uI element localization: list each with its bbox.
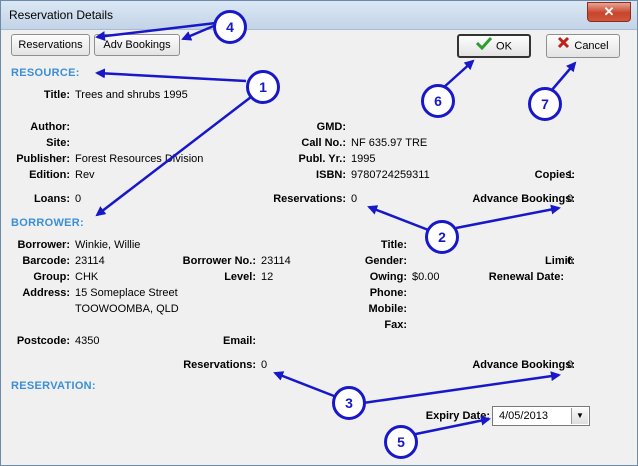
resource-section-heading: RESOURCE:: [11, 67, 80, 79]
address-line1: 15 Someplace Street: [75, 287, 178, 299]
barcode-label: Barcode:: [22, 255, 70, 267]
owing-label: Owing:: [369, 271, 407, 283]
reservation-section-heading: RESERVATION:: [11, 380, 96, 392]
loans-value: 0: [75, 193, 82, 205]
close-button[interactable]: ✕: [587, 2, 631, 22]
call-no-value: NF 635.97 TRE: [351, 137, 428, 149]
callout-4: 4: [213, 10, 247, 44]
publisher-value: Forest Resources Division: [75, 153, 204, 165]
callout-1: 1: [246, 70, 280, 104]
callout-2: 2: [425, 220, 459, 254]
level-label: Level:: [224, 271, 256, 283]
x-icon: [557, 35, 570, 57]
borrower-adv-bookings-value: 0: [567, 359, 574, 371]
address-label: Address:: [22, 287, 70, 299]
resource-title-label: Title:: [43, 89, 70, 101]
expiry-date-label: Expiry Date:: [425, 410, 490, 422]
edition-value: Rev: [75, 169, 95, 181]
publ-yr-value: 1995: [351, 153, 376, 165]
owing-value: $0.00: [412, 271, 440, 283]
address-line2: TOOWOOMBA, QLD: [75, 303, 179, 315]
borrower-no-value: 23114: [261, 255, 291, 267]
ok-label: OK: [496, 40, 512, 53]
callout-2-arrow-a: [367, 205, 432, 233]
borrower-name-label: Borrower:: [17, 239, 70, 251]
borrower-adv-bookings-label: Advance Bookings:: [472, 359, 575, 371]
call-no-label: Call No.:: [301, 137, 346, 149]
callout-5-arrow: [410, 415, 491, 437]
callout-4-arrow-b: [181, 23, 217, 41]
publisher-label: Publisher:: [16, 153, 70, 165]
phone-label: Phone:: [369, 287, 407, 299]
loans-label: Loans:: [33, 193, 70, 205]
gmd-label: GMD:: [316, 121, 346, 133]
adv-bookings-tab-label: Adv Bookings: [103, 39, 171, 51]
borrower-reservations-label: Reservations:: [183, 359, 256, 371]
ok-button[interactable]: OK: [457, 34, 531, 58]
group-label: Group:: [33, 271, 70, 283]
mobile-label: Mobile:: [368, 303, 408, 315]
author-label: Author:: [30, 121, 70, 133]
borrower-title-label: Title:: [380, 239, 407, 251]
reservations-tab-button[interactable]: Reservations: [11, 34, 90, 56]
callout-6-arrow: [442, 59, 475, 89]
limit-value: 6: [567, 255, 574, 267]
borrower-reservations-value: 0: [261, 359, 268, 371]
edition-label: Edition:: [29, 169, 70, 181]
resource-adv-bookings-value: 0: [567, 193, 574, 205]
resource-adv-bookings-label: Advance Bookings:: [472, 193, 575, 205]
postcode-label: Postcode:: [16, 335, 70, 347]
expiry-date-dropdown[interactable]: 4/05/2013 ▼: [492, 406, 590, 426]
callout-3: 3: [332, 386, 366, 420]
callout-1-arrow-a: [95, 68, 247, 83]
limit-label: Limit:: [545, 255, 575, 267]
callout-3-arrow-b: [362, 371, 561, 405]
fax-label: Fax:: [384, 319, 407, 331]
callout-4-arrow-a: [95, 21, 217, 42]
borrower-section-heading: BORROWER:: [11, 217, 84, 229]
resource-reservations-value: 0: [351, 193, 358, 205]
site-label: Site:: [46, 137, 70, 149]
copies-value: 1: [567, 169, 574, 181]
resource-reservations-label: Reservations:: [273, 193, 346, 205]
postcode-value: 4350: [75, 335, 100, 347]
group-value: CHK: [75, 271, 99, 283]
window-title: Reservation Details: [9, 8, 114, 22]
publ-yr-label: Publ. Yr.:: [298, 153, 346, 165]
resource-title-value: Trees and shrubs 1995: [75, 89, 188, 101]
callout-3-arrow-a: [273, 371, 335, 398]
isbn-value: 9780724259311: [351, 169, 430, 181]
renewal-date-label: Renewal Date:: [488, 271, 564, 283]
borrower-name-value: Winkie, Willie: [75, 239, 141, 251]
callout-6: 6: [421, 84, 455, 118]
callout-2-arrow-b: [455, 204, 561, 230]
copies-label: Copies:: [534, 169, 575, 181]
expiry-date-value: 4/05/2013: [499, 410, 548, 422]
borrower-no-label: Borrower No.:: [182, 255, 256, 267]
reservations-tab-label: Reservations: [18, 39, 83, 51]
adv-bookings-tab-button[interactable]: Adv Bookings: [94, 34, 180, 56]
email-label: Email:: [222, 335, 256, 347]
dialog-body: Reservations Adv Bookings OK Cancel RESO…: [7, 30, 633, 460]
level-value: 12: [261, 271, 274, 283]
callout-1-arrow-b: [95, 96, 252, 217]
callout-7: 7: [528, 87, 562, 121]
callout-7-arrow: [550, 61, 577, 92]
title-bar[interactable]: Reservation Details ✕: [1, 1, 637, 30]
gender-label: Gender:: [364, 255, 407, 267]
barcode-value: 23114: [75, 255, 105, 267]
chevron-down-icon[interactable]: ▼: [571, 408, 588, 424]
isbn-label: ISBN:: [316, 169, 346, 181]
cancel-button[interactable]: Cancel: [546, 34, 620, 58]
callout-5: 5: [384, 425, 418, 459]
check-icon: [475, 36, 493, 57]
cancel-label: Cancel: [574, 40, 609, 53]
